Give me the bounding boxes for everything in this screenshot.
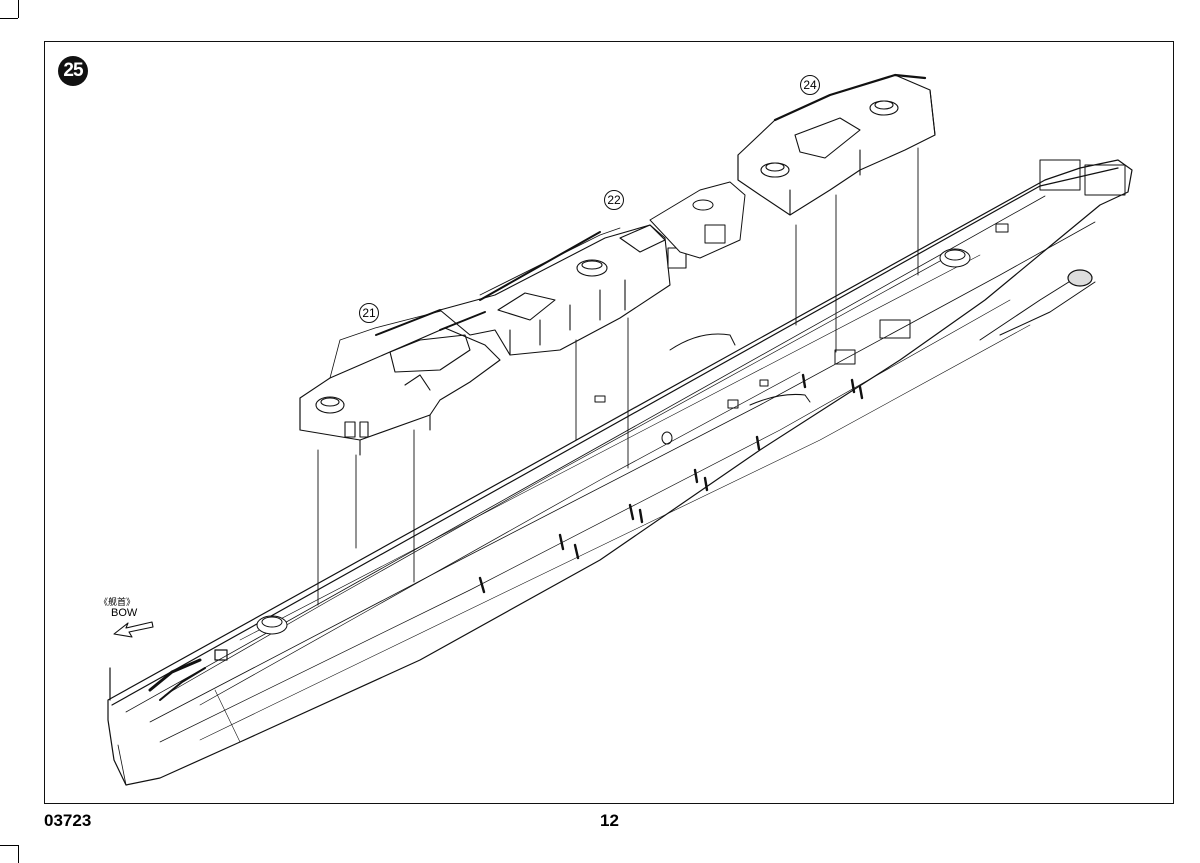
page-number: 12 bbox=[600, 811, 619, 830]
callout-part-24: 24 bbox=[800, 75, 820, 95]
superstructure-part-21 bbox=[299, 309, 501, 456]
instruction-frame bbox=[44, 41, 1174, 804]
hull-marks bbox=[478, 373, 864, 594]
midship-deckhouse bbox=[649, 181, 746, 259]
crop-mark-top-left-v bbox=[18, 0, 19, 18]
superstructure-part-24 bbox=[737, 73, 936, 216]
superstructure-part-22 bbox=[439, 224, 687, 356]
callout-part-21: 21 bbox=[359, 303, 379, 323]
crop-mark-top-left bbox=[0, 18, 18, 19]
deck-fittings bbox=[594, 159, 1126, 409]
product-code: 03723 bbox=[44, 811, 92, 830]
callout-part-22: 22 bbox=[604, 190, 624, 210]
crop-mark-bottom-left-v bbox=[18, 845, 19, 863]
bow-label-chinese: 《舰首》 bbox=[99, 597, 136, 607]
bow-arrow-icon bbox=[113, 621, 154, 638]
bow-label-english: BOW bbox=[111, 607, 138, 619]
railings bbox=[375, 231, 601, 336]
crop-mark-bottom-left bbox=[0, 845, 18, 846]
step-number-badge: 25 bbox=[58, 56, 88, 86]
assembly-lines bbox=[317, 147, 919, 606]
hull-domes bbox=[256, 248, 971, 635]
bow-anchor-gear bbox=[109, 649, 228, 701]
